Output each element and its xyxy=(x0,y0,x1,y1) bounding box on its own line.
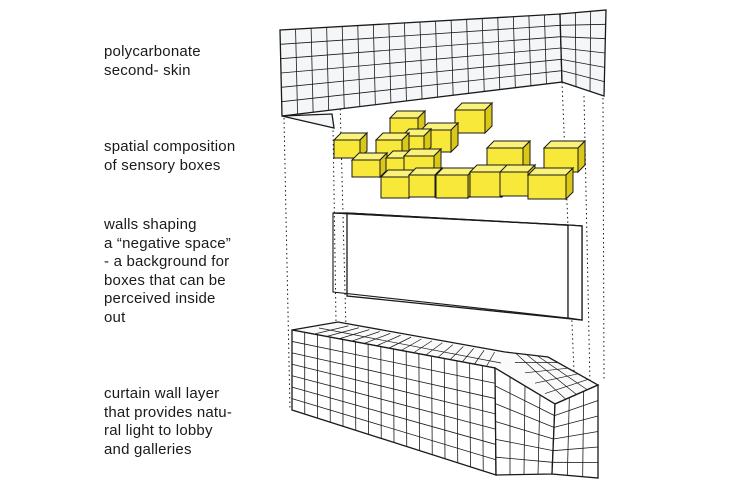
curtain-end-transom xyxy=(553,431,599,440)
label-sensory-boxes: spatial composition of sensory boxes xyxy=(104,138,235,175)
curtain-front-transom xyxy=(291,352,496,399)
curtain-end-transom xyxy=(553,415,599,428)
sensory-box xyxy=(453,101,494,135)
skin-front-transom xyxy=(280,24,561,45)
projection-line xyxy=(602,97,605,381)
sensory-box-front xyxy=(499,171,529,197)
curtain-end-transom xyxy=(554,400,599,417)
skin-side-transom xyxy=(561,58,605,68)
curtain-end-transom xyxy=(552,446,599,452)
sensory-box-front xyxy=(454,109,486,134)
curtain-front-mullion xyxy=(456,360,459,463)
curtain-angled-transom xyxy=(495,421,554,440)
walls-back-plane xyxy=(332,212,569,319)
curtain-front-mullion xyxy=(405,351,408,447)
label-line: out xyxy=(104,308,126,326)
label-line: a “negative space” xyxy=(104,234,232,252)
label-line: second- skin xyxy=(104,61,191,79)
curtain-roof-right-transom xyxy=(524,367,569,374)
curtain-front-mullion xyxy=(431,356,433,455)
skin-side-transom xyxy=(560,47,606,54)
curtain-front-transom xyxy=(291,398,496,461)
curtain-roof-transom xyxy=(318,327,502,364)
skin-lower-flap xyxy=(281,113,335,129)
curtain-front-transom xyxy=(291,341,496,384)
curtain-roof-right-transom xyxy=(534,373,579,384)
label-line: perceived inside xyxy=(104,290,216,307)
label-negative-space-walls: walls shaping a “negative space” - a bac… xyxy=(104,216,231,327)
skin-side-face xyxy=(559,9,607,97)
curtain-angled-transom xyxy=(495,403,555,428)
skin-front-transom xyxy=(281,70,562,103)
curtain-wall-layer xyxy=(291,321,600,479)
skin-side-transom xyxy=(560,36,606,40)
label-line: curtain wall layer xyxy=(104,385,220,402)
sensory-box xyxy=(332,131,369,160)
label-line: - a background for xyxy=(104,253,230,270)
label-polycarbonate-second-skin: polycarbonate second- skin xyxy=(104,43,201,80)
curtain-roof-right-mullion xyxy=(515,352,566,400)
curtain-roof-right-mullion xyxy=(537,355,588,391)
negative-space-walls-layer xyxy=(332,212,583,321)
curtain-front-mullion xyxy=(443,358,446,459)
projection-line xyxy=(283,117,291,411)
sensory-box xyxy=(526,166,575,201)
label-line: and galleries xyxy=(104,440,192,458)
sensory-box-front xyxy=(351,159,381,178)
label-line: boxes that can be xyxy=(104,271,226,289)
sensory-box-front xyxy=(527,174,567,200)
curtain-front-mullion xyxy=(393,348,395,443)
curtain-angled-transom xyxy=(495,438,554,452)
label-curtain-wall: curtain wall layer that provides natu- r… xyxy=(104,385,232,459)
curtain-angled-transom xyxy=(494,385,555,417)
curtain-front-transom xyxy=(291,386,496,445)
sensory-box-front xyxy=(380,176,410,199)
walls-front-frame xyxy=(346,212,583,321)
label-line: of sensory boxes xyxy=(104,156,221,174)
label-line: polycarbonate xyxy=(104,43,201,60)
projection-line xyxy=(583,95,591,386)
skin-side-transom xyxy=(561,70,605,83)
skin-side-transom xyxy=(560,23,606,26)
curtain-front-mullion xyxy=(418,353,420,451)
curtain-front-transom xyxy=(291,363,496,415)
polycarbonate-skin-layer xyxy=(279,9,607,129)
sensory-box-front xyxy=(408,174,436,198)
skin-front-transom xyxy=(281,58,562,88)
curtain-angled-transom xyxy=(495,456,553,463)
curtain-front-mullion xyxy=(481,365,484,471)
curtain-front-transom xyxy=(291,375,496,430)
curtain-roof-right-mullion xyxy=(526,354,577,395)
sensory-boxes-layer xyxy=(332,101,587,201)
sensory-box-front xyxy=(333,139,361,159)
sensory-box-top xyxy=(526,167,575,176)
label-line: spatial composition xyxy=(104,138,236,155)
curtain-front-mullion xyxy=(469,363,471,467)
sensory-box xyxy=(350,151,389,179)
projection-line xyxy=(332,125,337,323)
curtain-roof-right-transom xyxy=(544,379,589,394)
sensory-box-front xyxy=(469,171,503,198)
label-line: ral light to lobby xyxy=(104,422,213,439)
walls-side-edge xyxy=(567,224,583,321)
sensory-box xyxy=(542,139,587,174)
sensory-box-front xyxy=(435,174,469,199)
label-line: that provides natu- xyxy=(104,403,233,421)
skin-front-transom xyxy=(280,36,561,60)
label-line: walls shaping xyxy=(104,216,197,233)
skin-front-transom xyxy=(280,47,562,74)
